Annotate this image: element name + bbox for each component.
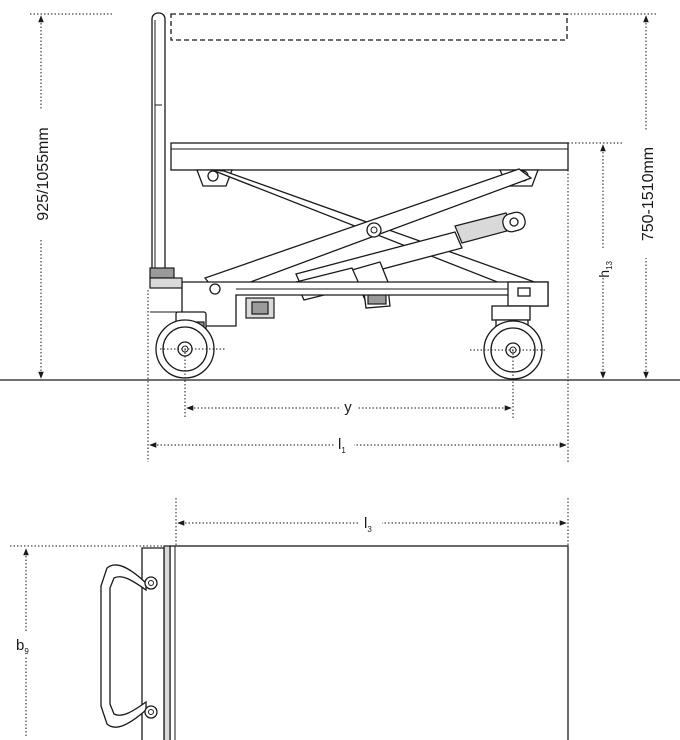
svg-text:h13: h13 <box>596 260 614 277</box>
b9-subscript: 9 <box>24 647 29 656</box>
dim-l3: l3 <box>177 511 567 534</box>
platform-height-label: 750-1510mm <box>640 147 657 241</box>
platform-top <box>163 545 569 740</box>
l3-subscript: 3 <box>367 525 372 534</box>
top-view: l3 b9 <box>10 498 569 740</box>
extension-lines <box>30 13 658 462</box>
l3-label: l <box>364 515 367 532</box>
side-view: 925/1055mm h13 750-1510mm y <box>0 12 680 462</box>
h13-subscript: 13 <box>605 260 614 269</box>
svg-text:l1: l1 <box>338 436 346 455</box>
l1-subscript: 1 <box>341 446 346 455</box>
dim-overall-height: 925/1055mm <box>33 15 52 379</box>
dim-h13: h13 <box>594 144 614 379</box>
svg-text:l3: l3 <box>364 515 372 534</box>
l1-label: l <box>338 436 341 453</box>
h13-label: h <box>596 270 612 278</box>
front-caster <box>155 311 215 379</box>
wheel-centerlines <box>160 348 545 351</box>
table-top <box>170 142 569 171</box>
dim-platform-height: 750-1510mm <box>637 15 657 379</box>
y-label: y <box>344 399 352 416</box>
raised-platform-outline <box>170 13 568 41</box>
handle-top <box>100 547 165 740</box>
base-frame <box>149 277 549 327</box>
b9-label: b <box>16 637 24 654</box>
dim-y: y <box>186 396 512 416</box>
dim-l1: l1 <box>149 432 567 455</box>
svg-text:b9: b9 <box>16 637 29 656</box>
top-extension-lines <box>10 498 569 547</box>
dim-b9: b9 <box>14 548 40 738</box>
overall-height-label: 925/1055mm <box>35 127 52 220</box>
push-handle <box>149 12 175 279</box>
